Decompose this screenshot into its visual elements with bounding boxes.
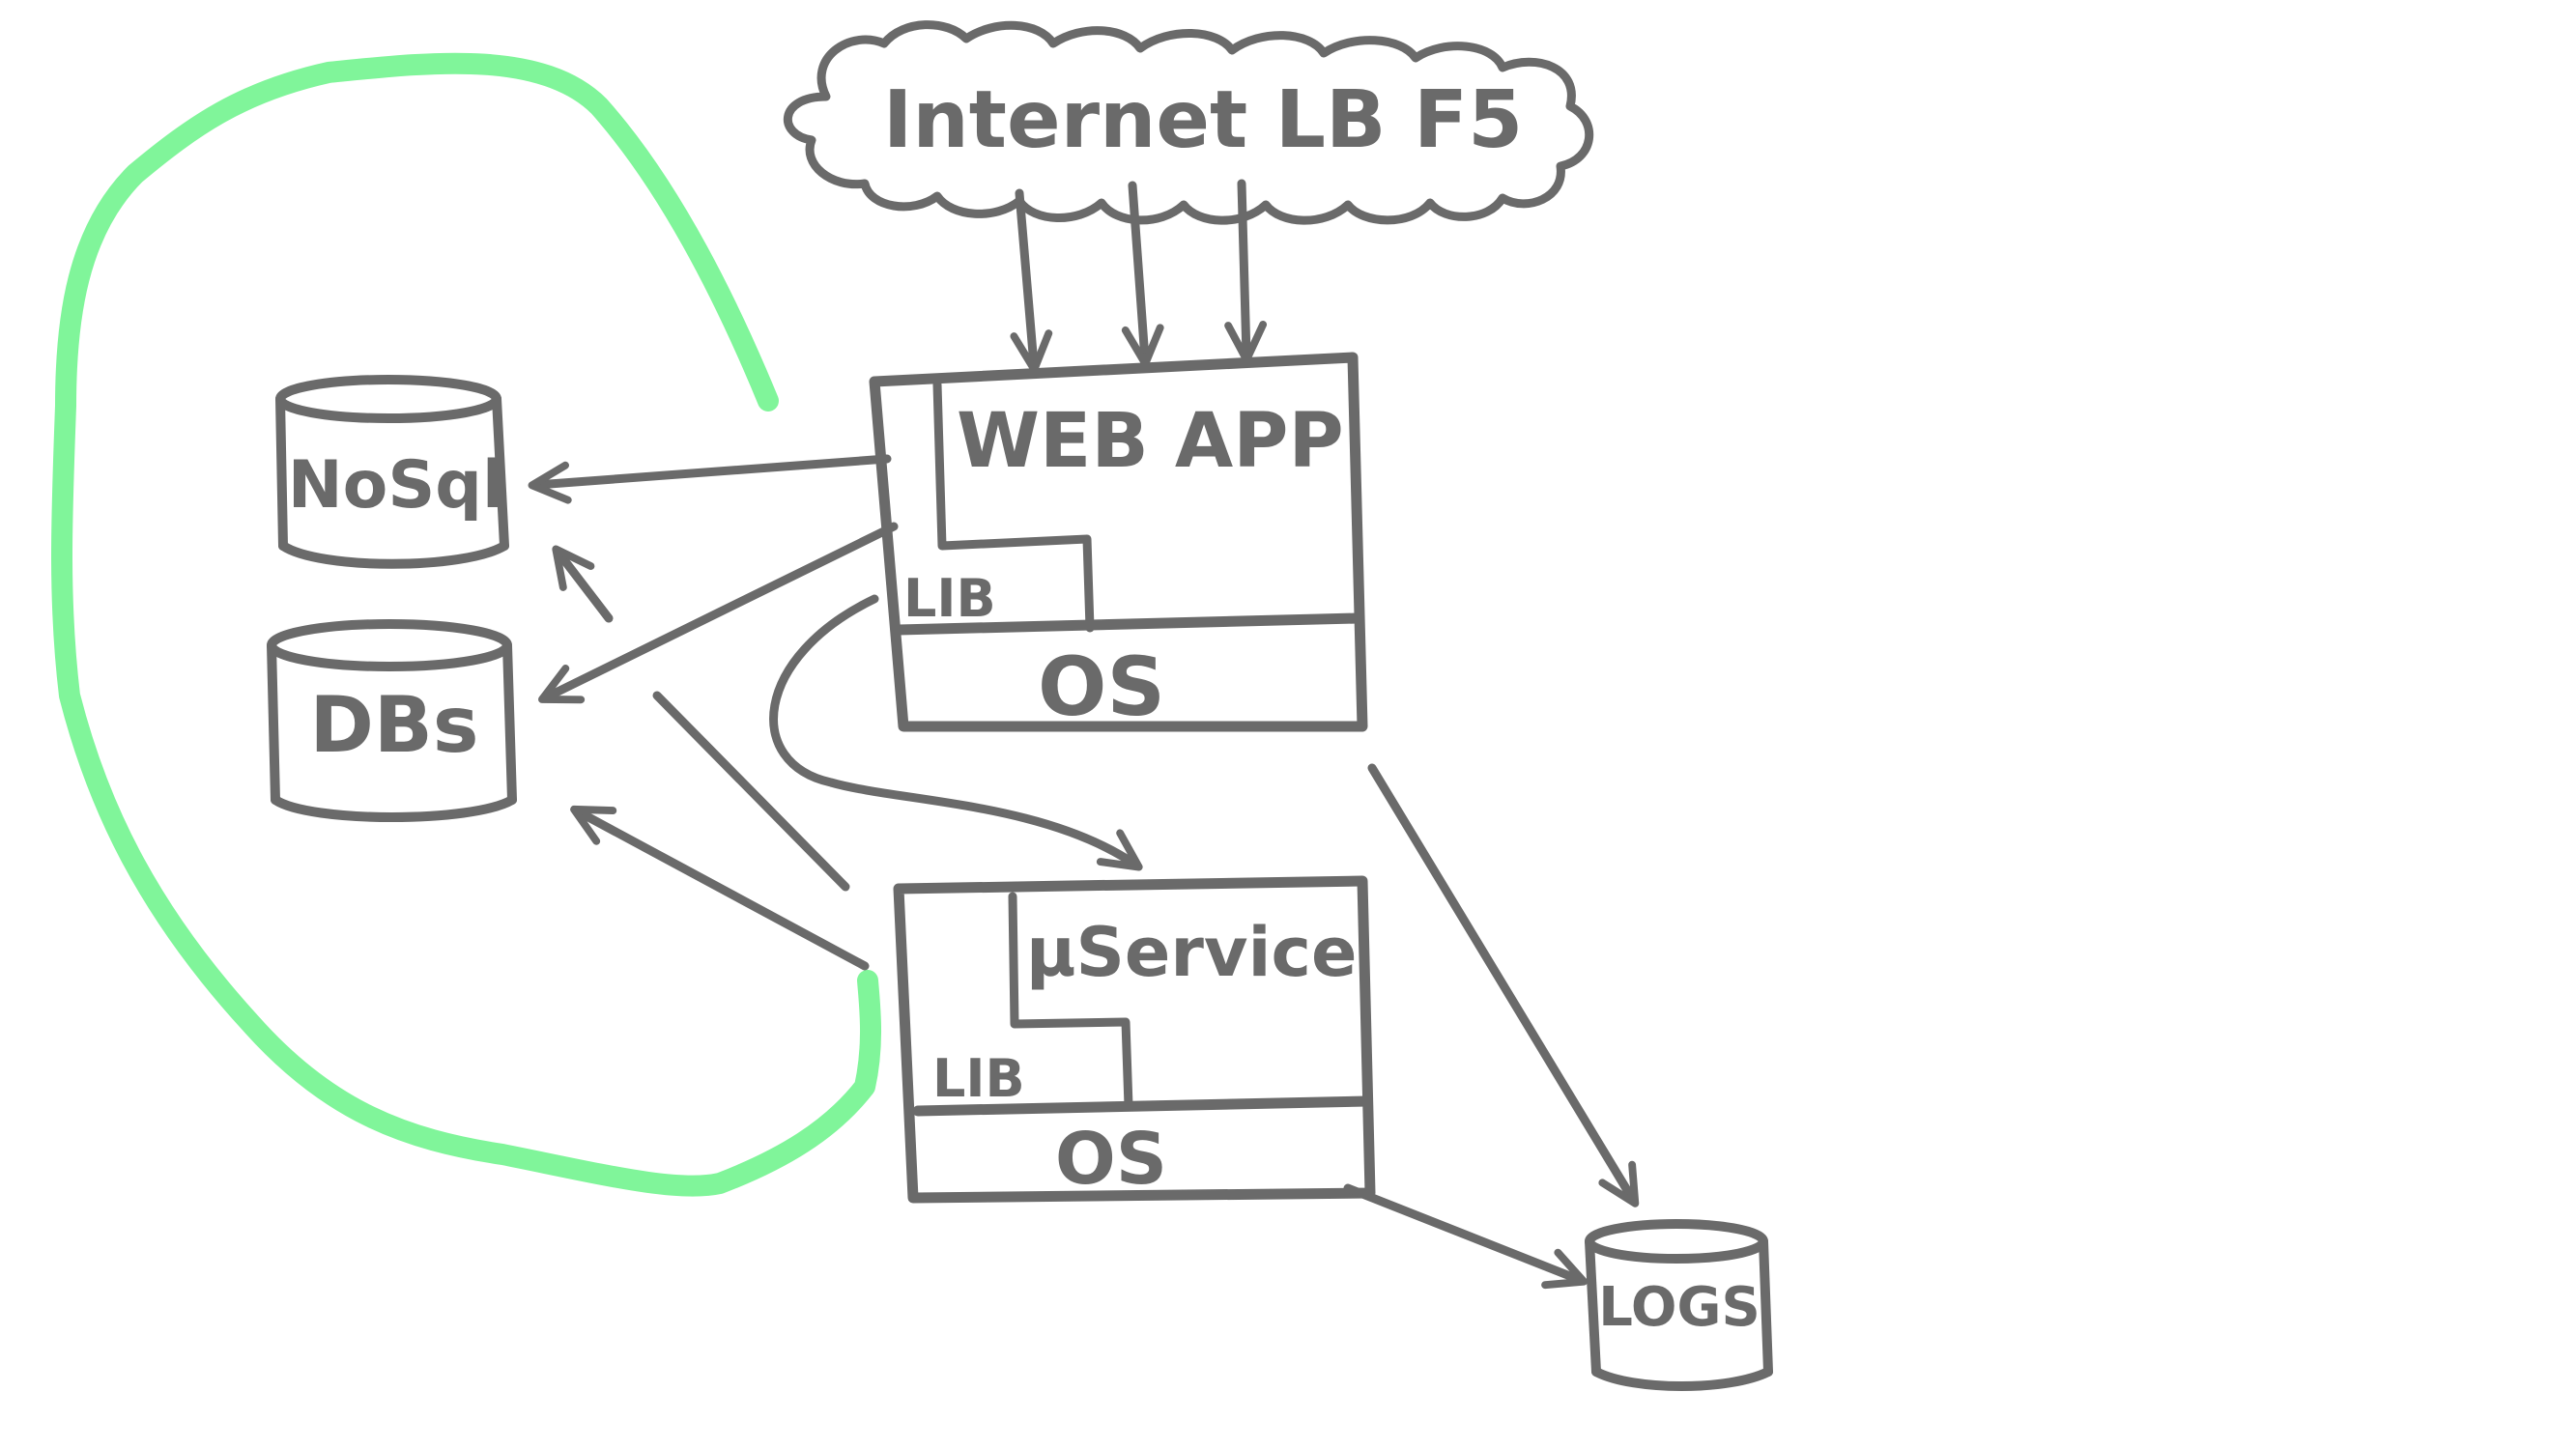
arrow-microservice-to-dbs	[570, 805, 870, 971]
webapp-lib-label: LIB	[903, 568, 996, 629]
arrow-webapp-to-logs	[1367, 763, 1640, 1208]
nosql-label: NoSql	[288, 447, 505, 524]
webapp-box: WEB APP LIB OS	[869, 352, 1368, 734]
arrow-microservice-to-logs	[1343, 1183, 1589, 1290]
arrow-webapp-lib-to-microservice	[769, 594, 1143, 871]
arrow-webapp-lib-to-dbs	[538, 522, 899, 704]
nosql-store: NoSql	[275, 375, 509, 569]
connector-stroke	[652, 691, 850, 892]
internet-lb-cloud: Internet LB F5	[784, 20, 1594, 225]
webapp-title: WEB APP	[957, 398, 1344, 485]
arrow-to-nosql-short	[552, 545, 614, 623]
logs-label: LOGS	[1598, 1276, 1760, 1339]
dbs-label: DBs	[310, 680, 479, 770]
microservice-os-label: OS	[1055, 1118, 1167, 1201]
arrow-cloud-to-webapp-3	[1224, 179, 1268, 364]
arrow-webapp-to-nosql	[528, 454, 892, 504]
microservice-lib-label: LIB	[932, 1048, 1025, 1109]
dbs-store: DBs	[267, 619, 517, 822]
highlight-loop	[51, 52, 882, 1197]
cloud-label: Internet LB F5	[883, 74, 1523, 166]
arrow-cloud-to-webapp-2	[1121, 181, 1164, 368]
arrow-cloud-to-webapp-1	[1010, 188, 1053, 374]
logs-store: LOGS	[1585, 1219, 1773, 1391]
microservice-box: µService LIB OS	[893, 875, 1376, 1204]
microservice-title: µService	[1026, 913, 1358, 992]
webapp-os-label: OS	[1038, 639, 1165, 734]
